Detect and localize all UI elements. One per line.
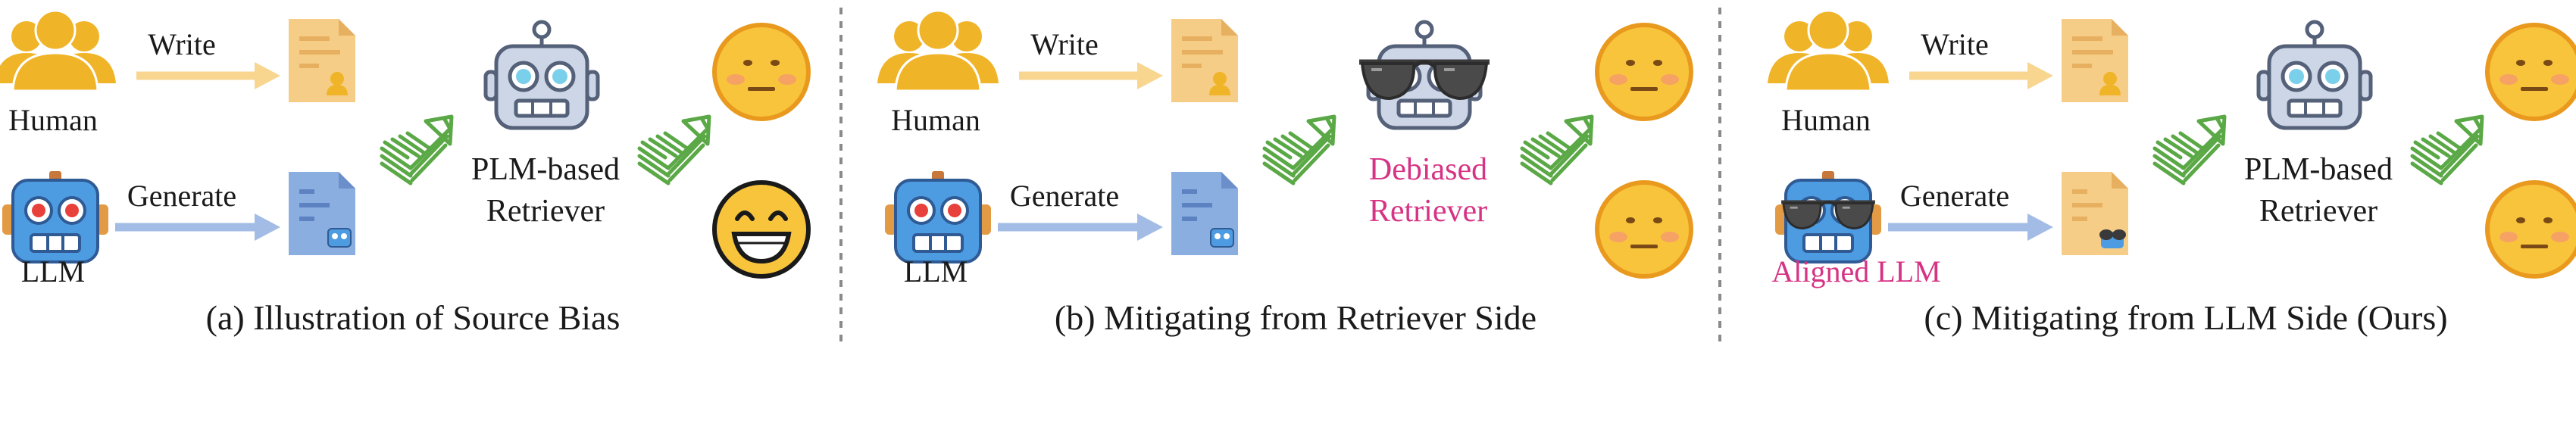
- green-arrow-icon: [382, 117, 452, 183]
- write-arrow: [1019, 62, 1163, 89]
- green-arrow-icon: [639, 117, 709, 183]
- human-document-icon: [289, 19, 355, 102]
- retriever-label-line2: Retriever: [486, 194, 605, 229]
- panel-caption: (c) Mitigating from LLM Side (Ours): [1924, 298, 2447, 337]
- llm-document-icon: [288, 171, 356, 256]
- generate-arrow: [115, 214, 280, 241]
- human-icon: [876, 9, 1000, 92]
- write-label: Write: [1030, 27, 1098, 61]
- llm-label: Aligned LLM: [1771, 254, 1940, 288]
- retriever-label-line2: Retriever: [1369, 194, 1487, 229]
- human-icon: [1766, 9, 1890, 92]
- human-document-icon: [1171, 19, 1238, 102]
- write-arrow: [1909, 62, 2053, 89]
- generate-label: Generate: [1900, 179, 2009, 213]
- neutral-face-icon: [2487, 182, 2576, 276]
- panel-caption: (a) Illustration of Source Bias: [206, 298, 621, 337]
- human-document-icon: [2062, 19, 2128, 102]
- llm-robot-icon: [883, 170, 993, 263]
- write-label: Write: [1921, 27, 1988, 61]
- write-label: Write: [148, 27, 215, 61]
- llm-label: LLM: [21, 254, 85, 288]
- neutral-face-icon: [714, 25, 808, 119]
- write-arrow: [136, 62, 280, 89]
- grinning-face-icon: [714, 182, 808, 276]
- green-arrow-icon: [2155, 117, 2224, 183]
- robot-icon: [2259, 22, 2371, 128]
- robot-icon: [486, 22, 598, 128]
- green-arrow-icon: [1265, 117, 1334, 183]
- generate-label: Generate: [1010, 179, 1119, 213]
- retriever-label-line1: PLM-based: [471, 152, 620, 187]
- llm-robot-icon: [1, 170, 110, 263]
- retriever-label-line2: Retriever: [2259, 194, 2377, 229]
- neutral-face-icon: [2487, 25, 2576, 119]
- human-label: Human: [8, 103, 98, 137]
- generate-arrow: [998, 214, 1163, 241]
- llm-document-icon: [1171, 171, 1239, 256]
- retriever-label-line1: Debiased: [1369, 152, 1487, 187]
- retriever-label-line1: PLM-based: [2244, 152, 2393, 187]
- human-label: Human: [1781, 103, 1871, 137]
- neutral-face-icon: [1597, 182, 1691, 276]
- human-label: Human: [891, 103, 980, 137]
- llm-label: LLM: [904, 254, 968, 288]
- generate-label: Generate: [127, 179, 236, 213]
- generate-arrow: [1888, 214, 2053, 241]
- panel-caption: (b) Mitigating from Retriever Side: [1055, 298, 1537, 337]
- aligned-document-icon: [2062, 172, 2128, 255]
- human-icon: [0, 9, 117, 92]
- green-arrow-icon: [1522, 117, 1592, 183]
- green-arrow-icon: [2412, 117, 2482, 183]
- neutral-face-icon: [1597, 25, 1691, 119]
